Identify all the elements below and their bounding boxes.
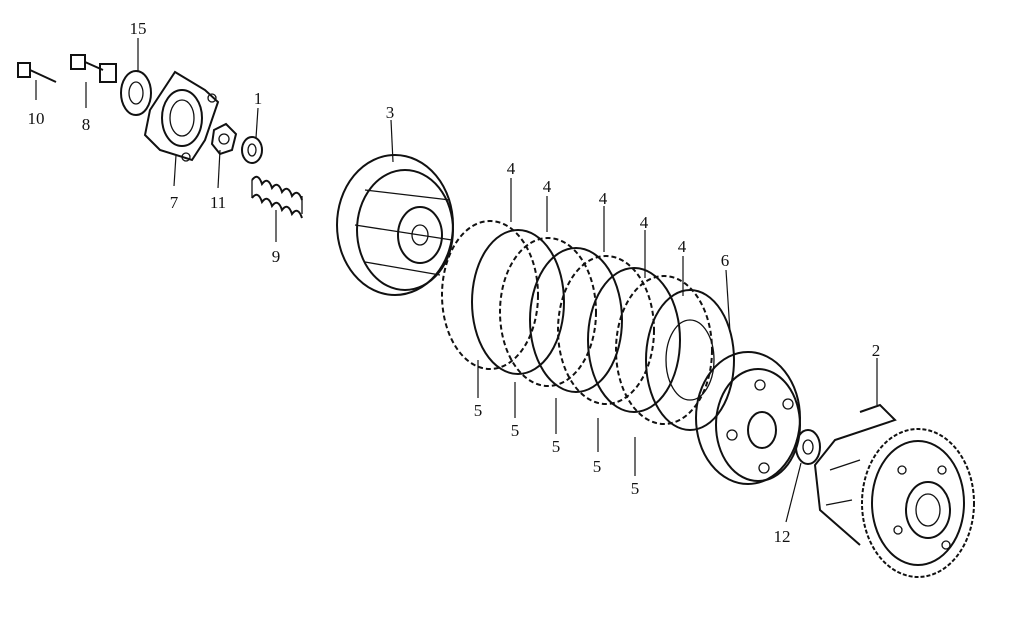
clutch-plate-stack	[441, 220, 735, 431]
part-7-lifter-plate	[143, 70, 220, 162]
callout-10: 10	[28, 109, 45, 128]
callout-5-c: 5	[552, 437, 561, 456]
callout-4-e: 4	[678, 237, 687, 256]
callout-5-d: 5	[593, 457, 602, 476]
callout-11: 11	[210, 193, 226, 212]
callout-6: 6	[721, 251, 730, 270]
callout-12: 12	[774, 527, 791, 546]
part-1-washer	[241, 136, 263, 164]
callout-3: 3	[386, 103, 395, 122]
callout-9: 9	[272, 247, 281, 266]
callout-4-a: 4	[507, 159, 516, 178]
callout-7: 7	[170, 193, 179, 212]
callout-2: 2	[872, 341, 881, 360]
callout-1: 1	[254, 89, 263, 108]
callout-4-d: 4	[640, 213, 649, 232]
callout-5-e: 5	[631, 479, 640, 498]
part-9-spring	[251, 175, 303, 219]
callout-5-a: 5	[474, 401, 483, 420]
part-10-bolt	[17, 62, 57, 83]
leader-lines	[35, 38, 878, 523]
callout-15: 15	[130, 19, 147, 38]
callout-8: 8	[82, 115, 91, 134]
callout-4-c: 4	[599, 189, 608, 208]
part-12-thrust-washer	[795, 429, 821, 465]
callout-5-b: 5	[511, 421, 520, 440]
part-6-clutch-center	[695, 351, 801, 485]
part-3-pressure-plate	[336, 154, 454, 296]
part-8-lifter-rod	[70, 54, 117, 83]
callout-4-b: 4	[543, 177, 552, 196]
callout-labels: 15 10 8 1 7 11 9 3 4 4 4 4 4 6 2 5 5 5 5…	[28, 19, 881, 546]
part-2-clutch-housing	[813, 403, 975, 578]
part-11-nut	[210, 122, 238, 156]
part-15-bearing	[120, 70, 152, 116]
